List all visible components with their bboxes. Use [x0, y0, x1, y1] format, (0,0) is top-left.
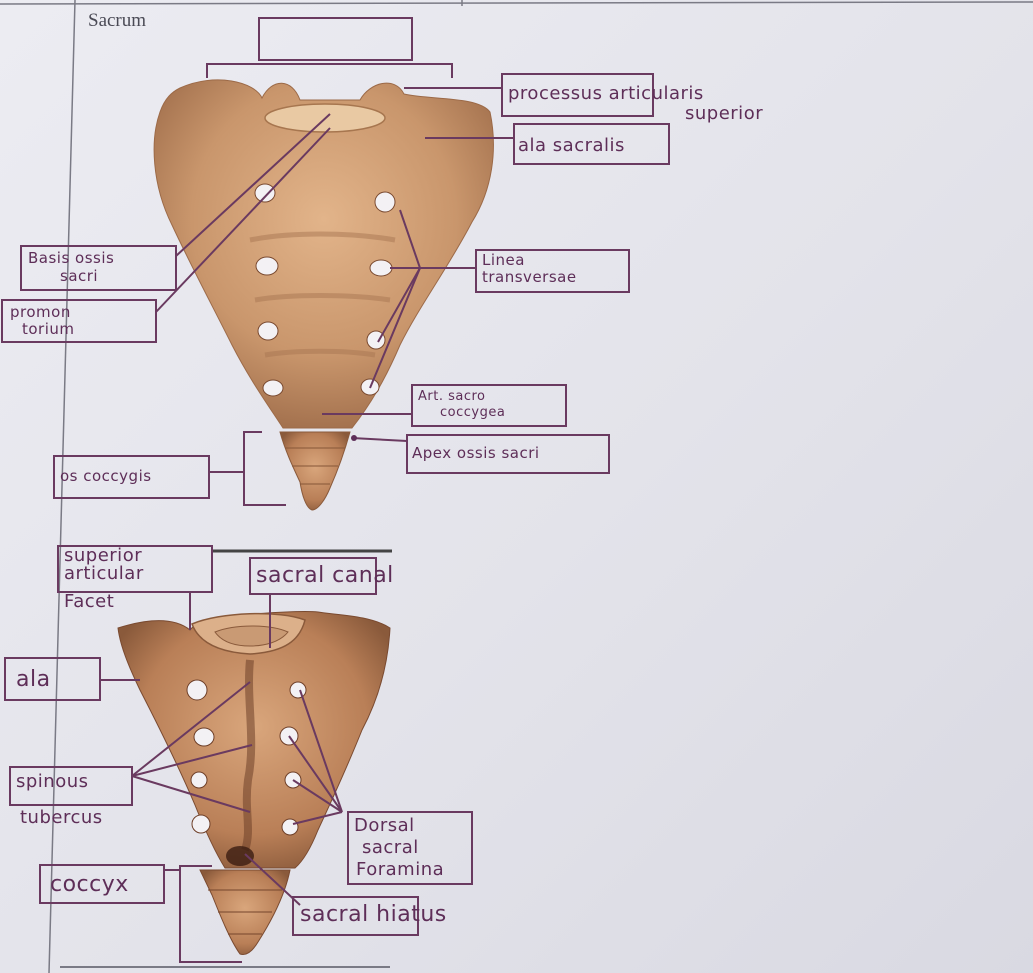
label-sacral-hiatus: sacral hiatus — [300, 905, 447, 925]
label-superior-articular-line2: articular — [64, 566, 144, 582]
label-art-sacrococcygea-line1: Art. sacro — [418, 390, 486, 403]
label-superior-articular-line1: superior — [64, 548, 142, 564]
label-lineae-line2: transversae — [482, 271, 577, 284]
label-ala: ala — [16, 670, 51, 690]
label-spinous-line2: tubercus — [20, 810, 103, 826]
label-basis-ossis-line1: Basis ossis — [28, 252, 114, 265]
label-lineae-line1: Linea — [482, 254, 525, 267]
top-label-box — [259, 18, 412, 60]
label-basis-ossis-line2: sacri — [60, 270, 98, 283]
label-dorsal-line2: sacral — [362, 840, 419, 856]
label-apex-ossis-sacri: Apex ossis sacri — [412, 447, 540, 460]
label-spinous-line1: spinous — [16, 774, 89, 790]
label-promontorium-line2: torium — [22, 323, 75, 336]
label-coccyx: coccyx — [50, 875, 129, 895]
label-ala-sacralis: ala sacralis — [518, 138, 625, 154]
label-dorsal-line3: Foramina — [356, 862, 444, 878]
os-coccygis-bracket — [244, 432, 286, 505]
label-promontorium-line1: promon — [10, 306, 71, 319]
label-art-sacrococcygea-line2: coccygea — [440, 406, 505, 419]
label-superior-articular-line3: Facet — [64, 594, 114, 610]
label-sacral-canal: sacral canal — [256, 566, 394, 586]
top-label-bracket — [207, 64, 452, 78]
label-superior: superior — [685, 106, 763, 122]
page-title: Sacrum — [88, 10, 146, 32]
label-processus-articularis: processus articularis — [508, 86, 704, 102]
label-dorsal-line1: Dorsal — [354, 818, 415, 834]
label-os-coccygis: os coccygis — [60, 470, 152, 483]
